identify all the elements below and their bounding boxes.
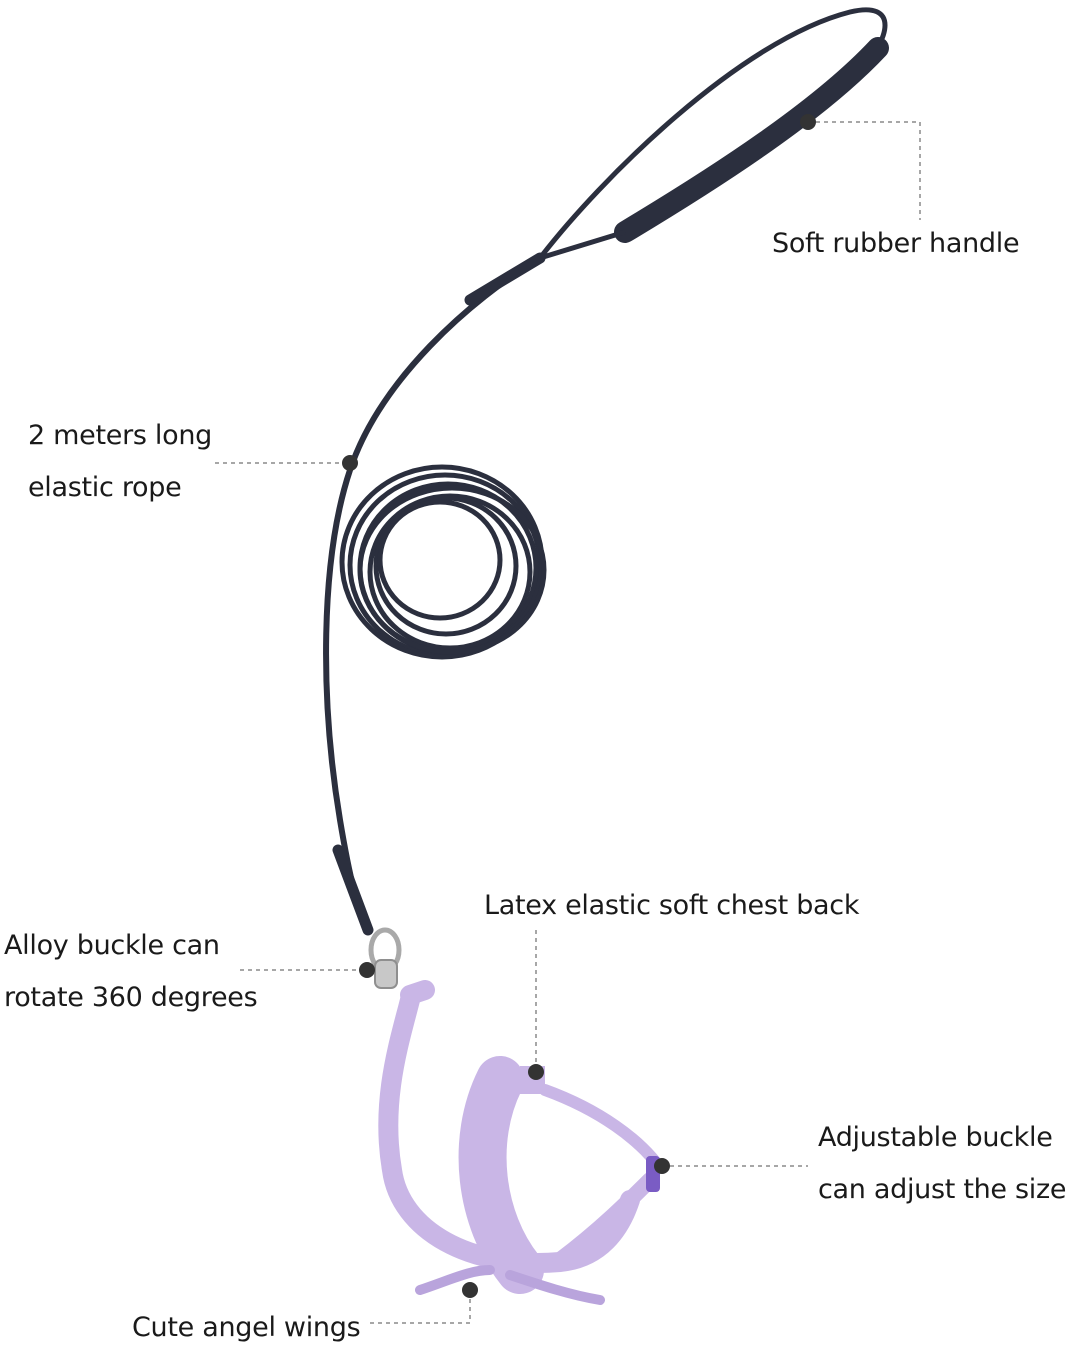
leader-lines <box>215 121 921 1324</box>
label-text: Latex elastic soft chest back <box>484 890 860 921</box>
label-alloy-buckle: Alloy buckle can rotate 360 degrees <box>4 920 258 1024</box>
label-text: Soft rubber handle <box>772 228 1020 259</box>
harness <box>378 980 666 1305</box>
rubber-handle <box>538 7 889 261</box>
label-soft-rubber-handle: Soft rubber handle <box>772 218 1020 270</box>
rope-coil <box>339 464 547 660</box>
label-text: 2 meters long <box>28 420 212 451</box>
label-angel-wings: Cute angel wings <box>132 1302 361 1354</box>
label-chest-back: Latex elastic soft chest back <box>484 880 859 932</box>
label-text: elastic rope <box>28 472 182 503</box>
alloy-buckle <box>368 927 402 989</box>
label-text: rotate 360 degrees <box>4 982 258 1013</box>
elastic-rope <box>323 252 547 936</box>
callout-dots <box>342 114 816 1298</box>
label-elastic-rope: 2 meters long elastic rope <box>28 410 212 514</box>
label-text: Adjustable buckle <box>818 1122 1053 1153</box>
label-text: Cute angel wings <box>132 1312 361 1343</box>
label-text: Alloy buckle can <box>4 930 220 961</box>
label-adjustable-buckle: Adjustable buckle can adjust the size <box>818 1112 1066 1216</box>
label-text: can adjust the size <box>818 1174 1067 1205</box>
